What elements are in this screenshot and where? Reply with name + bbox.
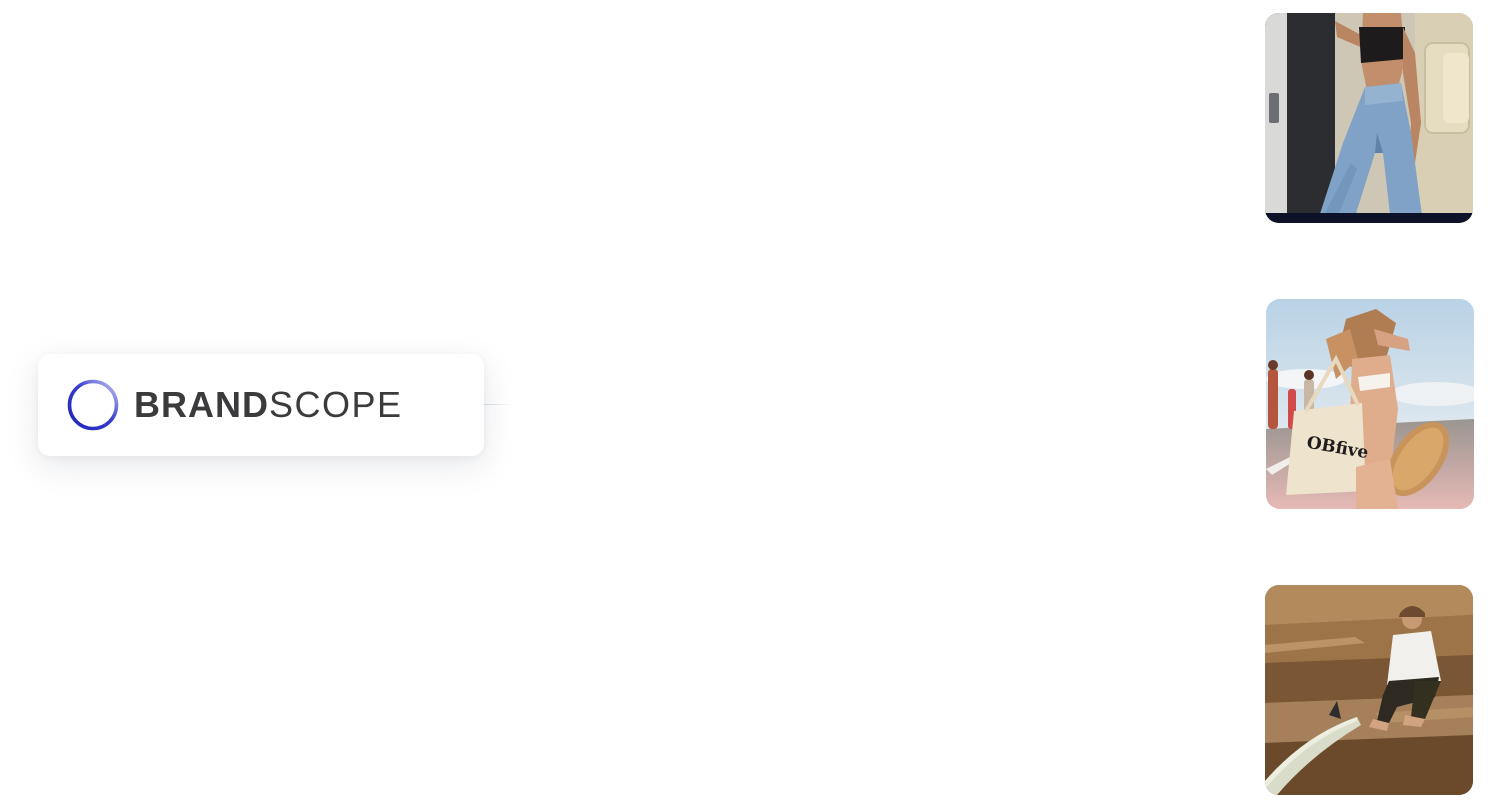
connector-line — [484, 404, 512, 405]
photo-man-rocks-surfboard-icon — [1265, 585, 1473, 795]
photo-tile-3 — [1265, 585, 1473, 795]
ring-icon — [67, 379, 119, 431]
photo-tile-2: OBfive — [1266, 299, 1474, 509]
brandscope-wordmark: BRANDSCOPE — [134, 385, 403, 425]
brandscope-logo-card: BRANDSCOPE — [38, 354, 484, 456]
photo-woman-skateboard-tote-icon: OBfive — [1266, 299, 1474, 509]
brand-name-light: SCOPE — [269, 384, 403, 425]
photo-woman-denim-van-icon — [1265, 13, 1473, 223]
photo-tile-1 — [1265, 13, 1473, 223]
brand-name-bold: BRAND — [134, 384, 269, 425]
